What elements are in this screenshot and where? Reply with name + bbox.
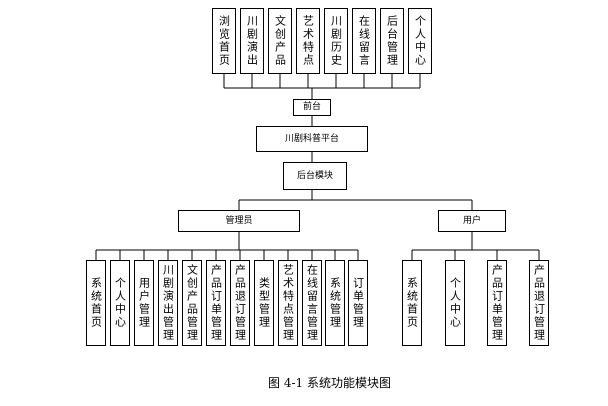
module-label: 艺术特点 — [301, 15, 315, 67]
user-module-personal-center: 个人中心 — [445, 260, 465, 346]
module-label: 类型管理 — [257, 277, 271, 329]
module-cultural-products: 文创产品 — [268, 8, 292, 74]
module-opera-history: 川剧历史 — [324, 8, 348, 74]
module-label: 个人中心 — [448, 277, 462, 329]
admin-module-personal-center: 个人中心 — [110, 260, 130, 346]
user-module-refund-management: 产品退订管理 — [529, 260, 549, 346]
module-label: 系统首页 — [405, 277, 419, 329]
module-label: 浏览首页 — [217, 15, 231, 67]
admin-module-type-management: 类型管理 — [254, 260, 274, 346]
module-backend-admin: 后台管理 — [380, 8, 404, 74]
user-module-system-home: 系统首页 — [402, 260, 422, 346]
admin-module-product-management: 文创产品管理 — [182, 260, 202, 346]
admin-module-system-management: 系统管理 — [325, 260, 345, 346]
admin-module-order-admin: 订单管理 — [348, 260, 368, 346]
platform-label: 川剧科普平台 — [284, 133, 339, 144]
front-node: 前台 — [293, 99, 331, 116]
module-label: 文创产品管理 — [185, 264, 199, 342]
module-label: 系统首页 — [89, 277, 103, 329]
module-personal-center: 个人中心 — [408, 8, 432, 74]
admin-module-order-management: 产品订单管理 — [206, 260, 226, 346]
admin-module-message-management: 在线留言管理 — [302, 260, 322, 346]
module-label: 产品订单管理 — [490, 264, 504, 342]
user-label: 用户 — [462, 215, 481, 226]
admin-module-system-home: 系统首页 — [86, 260, 106, 346]
admin-label: 管理员 — [225, 215, 253, 226]
backend-label: 后台模块 — [296, 170, 333, 181]
module-label: 用户管理 — [137, 277, 151, 329]
module-browse-home: 浏览首页 — [212, 8, 236, 74]
module-label: 产品订单管理 — [209, 264, 223, 342]
module-label: 产品退订管理 — [233, 264, 247, 342]
user-module-order-management: 产品订单管理 — [487, 260, 507, 346]
admin-module-user-management: 用户管理 — [134, 260, 154, 346]
module-label: 个人中心 — [413, 15, 427, 67]
admin-module-show-management: 川剧演出管理 — [158, 260, 178, 346]
module-online-message: 在线留言 — [352, 8, 376, 74]
admin-module-art-feature-management: 艺术特点管理 — [278, 260, 298, 346]
module-art-features: 艺术特点 — [296, 8, 320, 74]
backend-node: 后台模块 — [283, 162, 347, 190]
module-label: 产品退订管理 — [532, 264, 546, 342]
admin-node: 管理员 — [178, 210, 300, 232]
module-label: 后台管理 — [385, 15, 399, 67]
front-label: 前台 — [302, 102, 321, 112]
module-label: 艺术特点管理 — [281, 264, 295, 342]
module-label: 系统管理 — [328, 277, 342, 329]
module-label: 在线留言 — [357, 15, 371, 67]
module-label: 川剧演出管理 — [161, 264, 175, 342]
module-label: 个人中心 — [113, 277, 127, 329]
module-label: 文创产品 — [273, 15, 287, 67]
module-label: 在线留言管理 — [305, 264, 319, 342]
user-node: 用户 — [438, 210, 506, 232]
platform-node: 川剧科普平台 — [256, 126, 368, 152]
figure-caption: 图 4-1 系统功能模块图 — [268, 376, 391, 390]
admin-module-refund-management: 产品退订管理 — [230, 260, 250, 346]
module-label: 川剧演出 — [245, 15, 259, 67]
module-sichuan-opera-shows: 川剧演出 — [240, 8, 264, 74]
module-label: 川剧历史 — [329, 15, 343, 67]
module-label: 订单管理 — [351, 277, 365, 329]
